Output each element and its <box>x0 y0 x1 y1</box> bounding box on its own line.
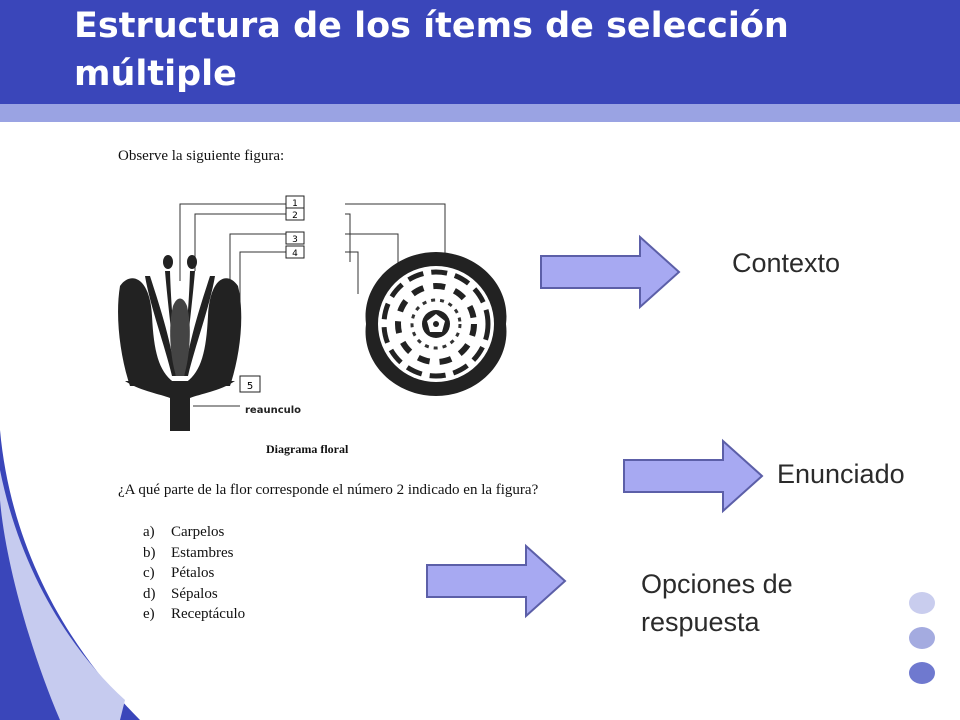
callout-5: 5 <box>247 381 253 392</box>
question-text: ¿A qué parte de la flor corresponde el n… <box>118 482 539 498</box>
figure-caption: Diagrama floral <box>266 442 349 456</box>
flower-section <box>118 255 242 431</box>
option-e: e)Receptáculo <box>143 606 246 622</box>
slide-title: Estructura de los ítems de selección múl… <box>74 6 789 94</box>
floral-diagram <box>365 252 507 396</box>
callout-boxes <box>239 195 305 393</box>
callout-1: 1 <box>292 199 298 209</box>
callout-4: 4 <box>292 249 298 259</box>
flower-diagram: 1 2 3 4 5 reaunculo <box>118 195 507 431</box>
arrow-options <box>426 543 567 619</box>
decorative-dot <box>909 627 935 649</box>
callout-3: 3 <box>292 235 298 245</box>
option-b: b)Estambres <box>143 544 234 561</box>
decorative-dot <box>909 592 935 614</box>
label-context: Contexto <box>732 248 841 278</box>
decorative-dot <box>909 662 935 684</box>
figure-prompt: Observe la siguiente figura: <box>118 148 285 164</box>
title-bar <box>0 0 960 104</box>
option-a: a)Carpelos <box>143 524 225 540</box>
title-stripe <box>0 104 960 122</box>
side-label: reaunculo <box>245 405 301 416</box>
exam-figure: Observe la siguiente figura: 1 2 3 4 5 <box>110 134 620 634</box>
option-c: c)Pétalos <box>143 565 215 581</box>
option-d: d)Sépalos <box>143 585 218 602</box>
label-stem: Enunciado <box>777 459 905 489</box>
callout-2: 2 <box>292 211 298 221</box>
answer-options: a)Carpelos b)Estambres c)Pétalos d)Sépal… <box>143 522 245 625</box>
arrow-stem <box>623 438 764 514</box>
label-options: Opciones de respuesta <box>641 569 793 637</box>
arrow-context <box>540 234 681 310</box>
